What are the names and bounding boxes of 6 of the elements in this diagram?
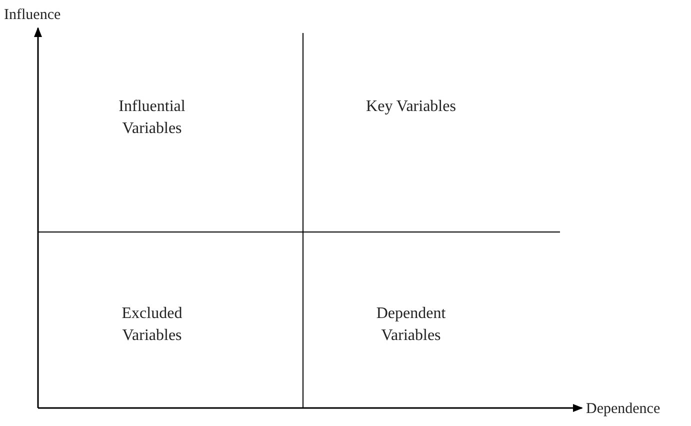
axis-label: Dependence [586,400,660,419]
quadrant-label: Key Variables [365,97,457,117]
quadrant-label: Dependent Variables [375,304,447,346]
axis-label: Influence [4,6,61,25]
quadrant-label: Excluded Variables [120,304,184,346]
quadrant-label: Influential Variables [118,97,186,139]
